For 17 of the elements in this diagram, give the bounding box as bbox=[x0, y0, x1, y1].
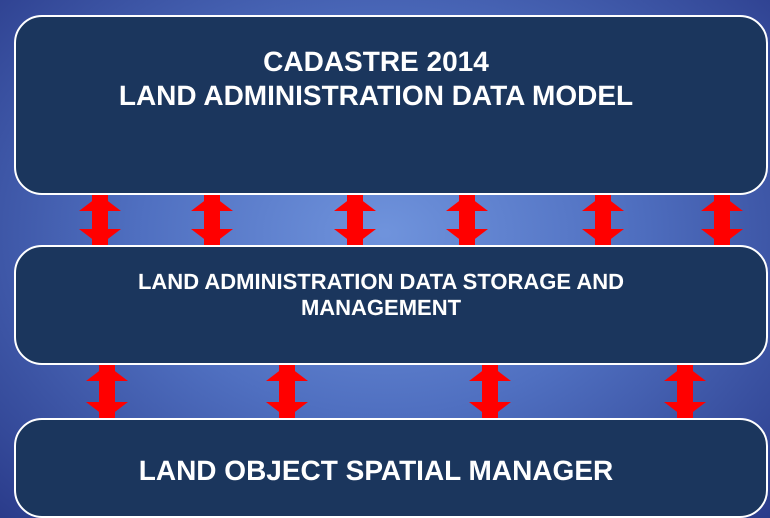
double-arrow bbox=[469, 365, 511, 418]
process-box bbox=[14, 245, 768, 365]
double-arrow bbox=[191, 195, 233, 245]
box-label: LAND ADMINISTRATION DATA MODEL bbox=[118, 78, 634, 112]
double-arrow bbox=[701, 195, 743, 245]
process-box bbox=[14, 15, 768, 195]
double-arrow bbox=[446, 195, 488, 245]
box-label: LAND OBJECT SPATIAL MANAGER bbox=[138, 454, 614, 488]
double-arrow bbox=[86, 365, 128, 418]
process-box bbox=[14, 418, 768, 518]
double-arrow bbox=[334, 195, 376, 245]
double-arrow bbox=[664, 365, 706, 418]
heading: CADASTRE 2014 bbox=[263, 45, 489, 79]
box-label: LAND ADMINISTRATION DATA STORAGE AND MANAGEMENT bbox=[136, 269, 625, 322]
double-arrow bbox=[79, 195, 121, 245]
double-arrow bbox=[266, 365, 308, 418]
double-arrow bbox=[582, 195, 624, 245]
